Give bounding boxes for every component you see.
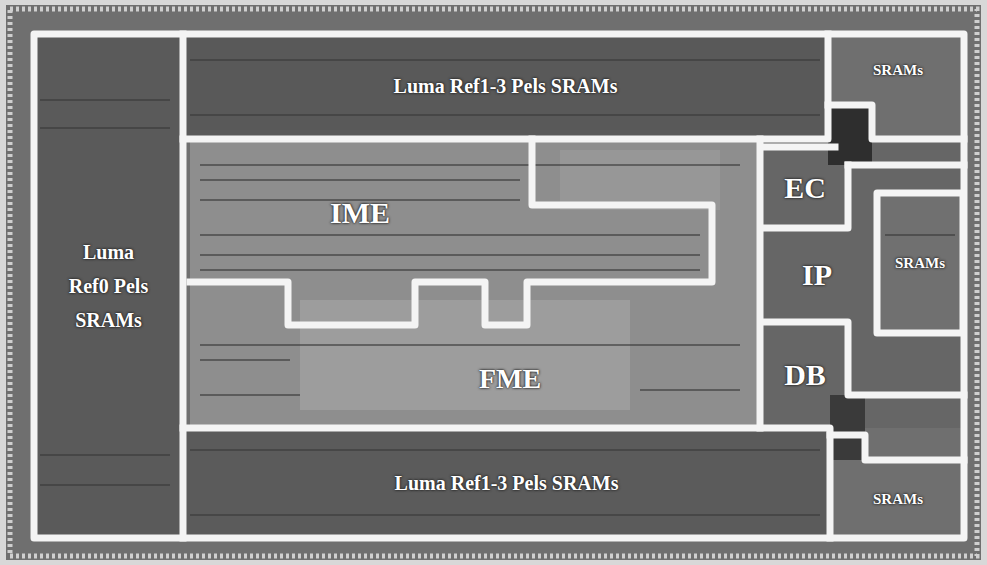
sram-area bbox=[183, 34, 828, 137]
floorplan-region: SRAMs bbox=[877, 193, 963, 333]
die-ground bbox=[6, 5, 981, 560]
logic-area bbox=[190, 140, 760, 428]
region-label: SRAMs bbox=[873, 61, 923, 79]
floorplan-region: DB bbox=[762, 322, 848, 428]
floorplan-region: Luma Ref0 Pels SRAMs bbox=[34, 34, 183, 538]
sram-area bbox=[877, 193, 963, 333]
sram-area bbox=[183, 428, 830, 538]
floorplan-region: FME bbox=[260, 330, 760, 428]
region-label: SRAMs bbox=[873, 490, 923, 508]
floorplan-region: Luma Ref1-3 Pels SRAMs bbox=[183, 428, 830, 538]
bond-pads bbox=[10, 9, 977, 556]
floorplan-region: IME bbox=[190, 143, 530, 282]
logic-area bbox=[300, 300, 630, 410]
floorplan-outline bbox=[34, 34, 964, 538]
logic-area bbox=[560, 150, 720, 210]
floorplan-region: Luma Ref1-3 Pels SRAMs bbox=[183, 34, 828, 137]
dark-area bbox=[830, 395, 865, 460]
logic-area bbox=[760, 140, 965, 428]
dark-area bbox=[828, 105, 872, 165]
floorplan-region: EC bbox=[762, 147, 848, 228]
region-label: IP bbox=[802, 257, 832, 293]
region-label: Luma Ref0 Pels SRAMs bbox=[64, 235, 154, 337]
floorplan-region: IP bbox=[762, 228, 872, 322]
region-label: DB bbox=[784, 357, 826, 393]
region-label: FME bbox=[479, 362, 541, 396]
floorplan-region: SRAMs bbox=[832, 34, 964, 105]
region-label: SRAMs bbox=[895, 254, 945, 272]
region-label: EC bbox=[784, 170, 826, 206]
floorplan-region: SRAMs bbox=[832, 460, 964, 538]
texture-streaks bbox=[40, 60, 955, 515]
region-label: IME bbox=[330, 195, 390, 231]
sram-area bbox=[34, 34, 183, 538]
region-label: Luma Ref1-3 Pels SRAMs bbox=[394, 74, 618, 98]
region-label: Luma Ref1-3 Pels SRAMs bbox=[395, 471, 619, 495]
